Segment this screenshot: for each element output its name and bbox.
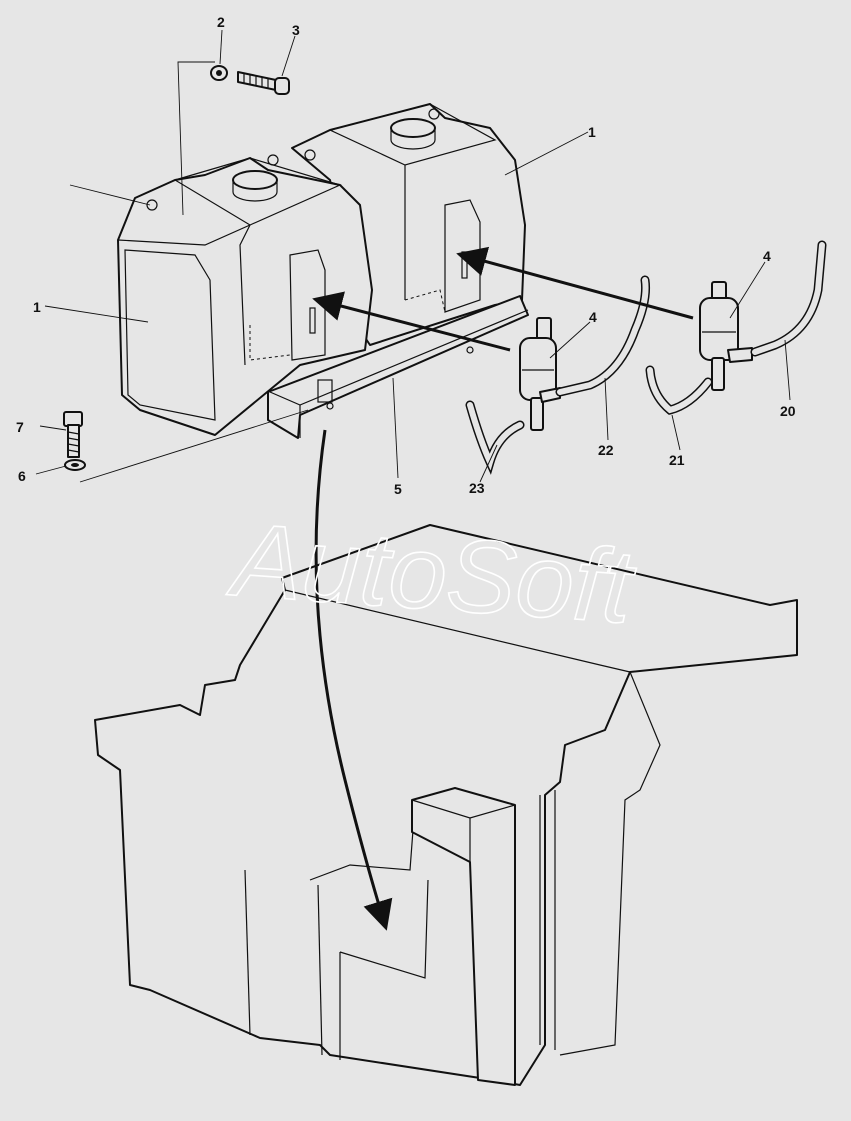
bolt-and-washer-side: [63, 411, 86, 471]
callout-4-pump-front: 4: [589, 309, 597, 325]
callout-6-washer: 6: [18, 468, 26, 484]
body-panel: [94, 524, 798, 1086]
washer-pump-rear: [699, 281, 753, 391]
callout-5-bracket: 5: [394, 481, 402, 497]
callout-3-screw: 3: [292, 22, 300, 38]
callout-20-hose: 20: [780, 403, 796, 419]
hoses: [465, 240, 827, 475]
mounting-bracket: [267, 295, 529, 439]
callout-22-hose: 22: [598, 442, 614, 458]
leader-lines: [35, 29, 791, 483]
callout-4-pump-rear: 4: [763, 248, 771, 264]
callout-1-front-tank: 1: [33, 299, 41, 315]
callout-7-bolt: 7: [16, 419, 24, 435]
callout-23-hose: 23: [469, 480, 485, 496]
callout-labels: 1 1 2 3 4 4 5 6 7 20 21 22 23: [16, 14, 796, 497]
callout-21-hose: 21: [669, 452, 685, 468]
washer-pump-front: [519, 317, 561, 431]
callout-2-washer: 2: [217, 14, 225, 30]
screw-and-washer-top: [210, 65, 290, 95]
assembly-arrows: [312, 246, 694, 931]
callout-1-rear-tank: 1: [588, 124, 596, 140]
